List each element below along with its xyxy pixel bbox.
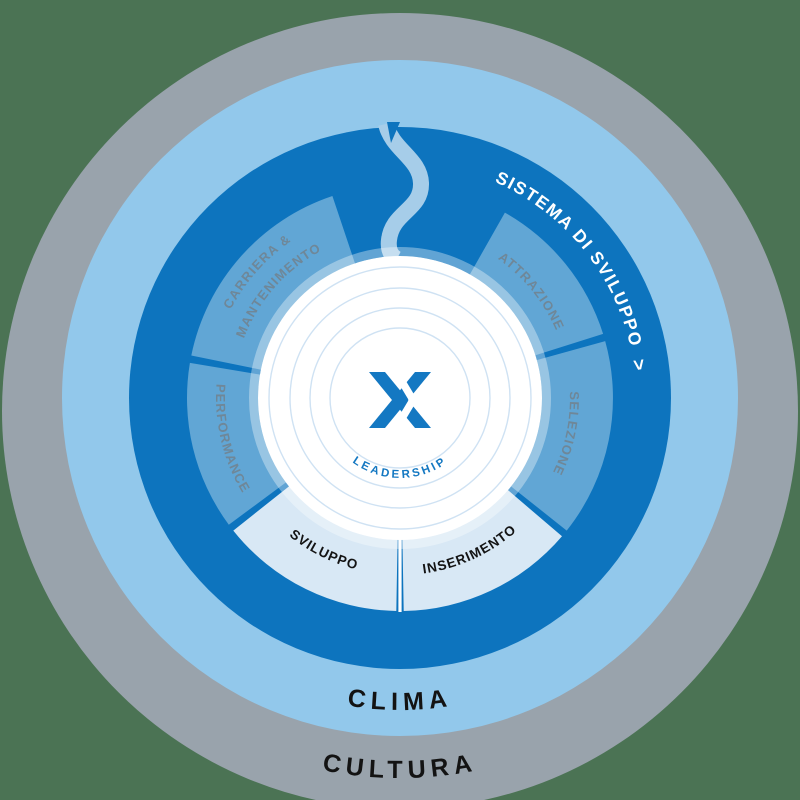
squiggle-divider xyxy=(378,121,429,267)
segment-attrazione xyxy=(468,212,604,356)
segment-performance xyxy=(186,362,288,525)
segment-selezione xyxy=(509,341,613,531)
x-logo-icon xyxy=(369,372,431,428)
segment-divider-white xyxy=(398,539,402,612)
squiggle-notch xyxy=(387,122,400,143)
segment-sviluppo xyxy=(233,485,398,611)
center-circle-halo xyxy=(249,247,551,549)
segment-carriera-mantenimento xyxy=(191,196,356,371)
center-decorative-rings xyxy=(268,266,532,530)
segment-inserimento xyxy=(402,488,562,611)
label-clima: CLIMA xyxy=(346,684,454,716)
segment-wheel xyxy=(186,196,613,612)
arrow-icon: > xyxy=(627,358,649,372)
